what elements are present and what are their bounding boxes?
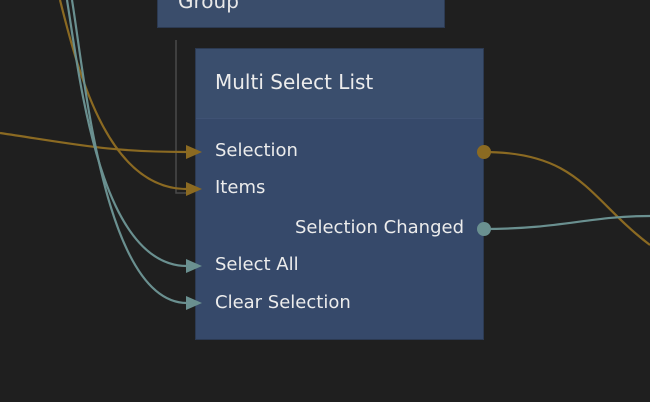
group-bracket-line: [175, 40, 186, 194]
wire-select-all-in[interactable]: [65, 0, 188, 268]
group-node-title: Group: [178, 0, 239, 13]
node-header[interactable]: [196, 49, 483, 119]
wire-selection-changed-out[interactable]: [483, 214, 650, 231]
input-port-items[interactable]: Items: [215, 177, 266, 198]
wire-items-in[interactable]: [58, 0, 188, 191]
input-port-selection[interactable]: Selection: [215, 140, 298, 161]
input-port-select-all[interactable]: Select All: [215, 254, 299, 275]
input-port-clear-selection[interactable]: Clear Selection: [215, 292, 351, 313]
wire-clear-selection-in[interactable]: [70, 0, 188, 305]
multi-select-list-node[interactable]: Multi Select List Selection Items Select…: [195, 48, 484, 340]
group-node[interactable]: Group: [157, 0, 445, 28]
node-title: Multi Select List: [215, 70, 374, 94]
wire-selection-out[interactable]: [483, 150, 650, 246]
output-port-selection-changed[interactable]: Selection Changed: [294, 217, 464, 238]
